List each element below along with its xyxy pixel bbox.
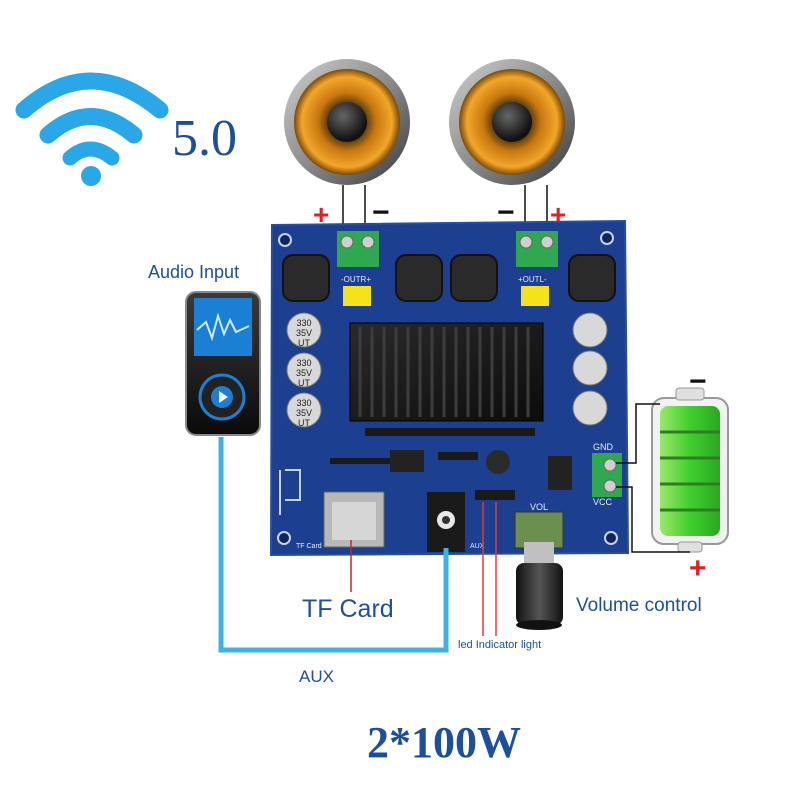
tf-card-silk: TF Card xyxy=(296,543,322,550)
battery-minus-sign: − xyxy=(689,365,707,398)
gnd-silk: GND xyxy=(593,442,614,452)
out-left-silk: -OUTR+ xyxy=(341,275,371,284)
cap-text-9: UT xyxy=(298,418,310,428)
volume-control-label: Volume control xyxy=(576,595,702,616)
cap-text-4: 330 xyxy=(296,358,311,368)
mount-holes xyxy=(277,231,618,545)
inductors xyxy=(282,254,616,302)
tf-card-label: TF Card xyxy=(302,595,394,623)
led-label: led Indicator light xyxy=(458,639,541,651)
out-right-silk: +OUTL- xyxy=(518,275,547,284)
smd-components xyxy=(330,428,572,500)
right-minus-sign: − xyxy=(497,196,515,229)
left-speaker-icon xyxy=(284,59,410,185)
cap-text-7: 330 xyxy=(296,398,311,408)
jumper-right xyxy=(521,286,549,306)
speaker-terminal-right xyxy=(516,231,558,267)
bt-antenna xyxy=(279,469,301,515)
jumper-left xyxy=(343,286,371,306)
cap-text-1: 330 xyxy=(296,318,311,328)
power-rating-label: 2*100W xyxy=(367,718,521,767)
capacitors xyxy=(286,312,608,428)
bluetooth-version: 5.0 xyxy=(172,110,237,167)
battery-plus-sign: + xyxy=(689,552,707,585)
cap-text-2: 35V xyxy=(296,328,312,338)
power-terminal xyxy=(592,453,622,497)
aux-cable xyxy=(218,437,449,653)
amplifier-board: -OUTR+ +OUTL- xyxy=(269,219,630,557)
vcc-silk: VCC xyxy=(593,497,613,507)
right-speaker-icon xyxy=(449,59,575,185)
audio-input-label: Audio Input xyxy=(148,262,239,282)
tf-card-slot xyxy=(323,491,385,548)
cap-text-8: 35V xyxy=(296,408,312,418)
volume-knob-icon xyxy=(516,542,563,630)
audio-player-icon xyxy=(185,291,261,436)
wireless-icon xyxy=(15,72,169,186)
heatsink xyxy=(349,322,544,422)
battery-icon xyxy=(651,387,729,553)
aux-label: AUX xyxy=(299,667,334,686)
aux-silk: AUX xyxy=(470,543,485,550)
battery-wires xyxy=(616,403,690,553)
cap-text-6: UT xyxy=(298,378,310,388)
cap-text-5: 35V xyxy=(296,368,312,378)
vol-silk: VOL xyxy=(530,502,548,512)
left-minus-sign: − xyxy=(372,196,390,229)
cap-text-3: UT xyxy=(298,338,310,348)
pointer-lines xyxy=(350,502,497,636)
aux-jack xyxy=(427,492,465,552)
left-plus-sign: + xyxy=(313,199,329,230)
speaker-terminal-left xyxy=(337,231,379,267)
